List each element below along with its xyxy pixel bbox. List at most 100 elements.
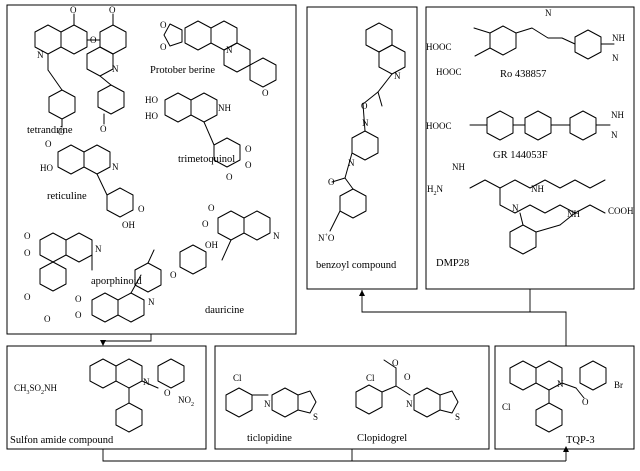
tqp-panel xyxy=(494,345,635,450)
tetrandrine-structure: N N O O O O O xyxy=(34,5,127,137)
gr-amidine-nh: NH xyxy=(611,110,624,120)
benzoyl-n2: N xyxy=(348,158,355,168)
ticlopidine-n: N xyxy=(264,399,271,409)
reticuline-n: N xyxy=(112,162,119,172)
dauricine-n1: N xyxy=(273,231,280,241)
trimetoquinol-ho2: HO xyxy=(145,111,158,121)
benzoyl-panel xyxy=(306,6,418,290)
label-tqp-3: TQP-3 xyxy=(566,435,595,446)
ticlopidine-structure: Cl N S xyxy=(225,373,318,422)
sulfonamide-o: O xyxy=(164,388,171,398)
reticuline-structure: O HO N OH O xyxy=(40,139,145,230)
clopidogrel-structure: Cl O O N S xyxy=(355,358,460,422)
protoberberine-structure: N O O O xyxy=(160,20,277,98)
dmp28-structure: H2N NH COOH NH NH N xyxy=(427,162,634,255)
benzoyl-o1: O xyxy=(361,101,368,111)
benzoyl-o2: O xyxy=(328,177,335,187)
sulfonamide-structure: CH3SO2NH N O NO2 xyxy=(14,358,194,433)
ticlopidine-cl: Cl xyxy=(233,373,242,383)
label-aporphinoid: aporphinoid xyxy=(91,276,142,287)
label-sulfonamide: Sulfon amide compound xyxy=(10,435,114,446)
tetrandrine-n1: N xyxy=(37,50,44,60)
tqp-br: Br xyxy=(614,380,623,390)
clopidogrel-n: N xyxy=(406,399,413,409)
benzoyl-nitro: N+O xyxy=(318,233,335,243)
label-dauricine: dauricine xyxy=(205,305,244,316)
dauricine-o2: O xyxy=(202,219,209,229)
protoberberine-o3: O xyxy=(262,88,269,98)
tetrandrine-ome2: O xyxy=(109,5,116,15)
sulfonamide-n: N xyxy=(143,377,150,387)
protoberberine-o2: O xyxy=(160,42,167,52)
dauricine-structure: O O N OH O N O O xyxy=(75,203,280,323)
tqp-o: O xyxy=(582,397,589,407)
tqp3-structure: N O Br Cl xyxy=(502,360,623,433)
benzoyl-n3: N xyxy=(394,71,401,81)
tetrandrine-n2: N xyxy=(112,64,119,74)
clopidogrel-cl: Cl xyxy=(366,373,375,383)
connector-tqp-to-upper xyxy=(359,289,567,346)
protoberberine-n: N xyxy=(226,45,233,55)
sulfonamide-nitro: NO2 xyxy=(178,395,194,408)
label-reticuline: reticuline xyxy=(47,191,87,202)
gr-hooc: HOOC xyxy=(426,121,452,131)
aporphinoid-structure: O O N O O xyxy=(24,231,102,324)
connector-natural-to-sulfonamide xyxy=(100,334,152,346)
ro-n: N xyxy=(545,8,552,18)
reticuline-oh: OH xyxy=(122,220,135,230)
aporphinoid-o1: O xyxy=(24,231,31,241)
reticuline-ome: O xyxy=(45,139,52,149)
dmp-nh1: NH xyxy=(531,184,544,194)
ro-hooc2: HOOC xyxy=(436,67,462,77)
dmp-cooh: COOH xyxy=(608,206,634,216)
dmp-h2n: H2N xyxy=(427,184,444,197)
trimetoquinol-structure: HO HO NH O O O xyxy=(145,92,252,182)
benzoyl-n1: N xyxy=(362,118,369,128)
trimetoquinol-o2: O xyxy=(245,160,252,170)
label-ro-438857: Ro 438857 xyxy=(500,69,546,80)
benzoyl-compound-structure: O N N N O N+O xyxy=(318,22,406,243)
sulfonamide-prefix: CH3SO2NH xyxy=(14,383,58,396)
clopidogrel-o1: O xyxy=(392,358,399,368)
ro-amidine-n: N xyxy=(612,53,619,63)
label-dmp28: DMP28 xyxy=(436,258,469,269)
tetrandrine-bridge-o: O xyxy=(90,35,97,45)
label-trimetoquinol: trimetoquinol xyxy=(178,154,235,165)
peptidomimetic-panel xyxy=(425,6,635,290)
label-tetrandrine: tetrandrine xyxy=(27,125,73,136)
dauricine-n2: N xyxy=(148,297,155,307)
protoberberine-o1: O xyxy=(160,20,167,30)
tetrandrine-ome1: O xyxy=(70,5,77,15)
trimetoquinol-nh: NH xyxy=(218,103,231,113)
reticuline-o: O xyxy=(138,204,145,214)
dauricine-bridge-o: O xyxy=(170,270,177,280)
gr-amidine-n: N xyxy=(611,130,618,140)
dauricine-o3: O xyxy=(75,294,82,304)
tqp-n: N xyxy=(557,379,564,389)
dmp-imine: NH xyxy=(452,162,465,172)
label-gr-144053f: GR 144053F xyxy=(493,150,548,161)
ro-amidine-nh: NH xyxy=(612,33,625,43)
gr144053f-structure: HOOC NH N xyxy=(426,110,624,141)
aporphinoid-o2: O xyxy=(24,248,31,258)
ro-hooc1: HOOC xyxy=(426,42,452,52)
connector-bottom-bus xyxy=(102,446,569,462)
clopidogrel-s: S xyxy=(455,412,460,422)
dauricine-o1: O xyxy=(208,203,215,213)
aporphinoid-o4: O xyxy=(44,314,51,324)
tetrandrine-o3: O xyxy=(58,127,65,137)
clopidogrel-o2: O xyxy=(404,372,411,382)
trimetoquinol-o3: O xyxy=(226,172,233,182)
dmp-nh2: NH xyxy=(567,209,580,219)
label-ticlopidine: ticlopidine xyxy=(247,433,292,444)
tetrandrine-o4: O xyxy=(100,124,107,134)
dauricine-o4: O xyxy=(75,310,82,320)
ticlopidine-s: S xyxy=(313,412,318,422)
natural-products-panel xyxy=(6,4,297,335)
label-benzoyl-compound: benzoyl compound xyxy=(316,260,397,271)
trimetoquinol-ho1: HO xyxy=(145,95,158,105)
label-clopidogrel: Clopidogrel xyxy=(357,433,407,444)
aporphinoid-n: N xyxy=(95,244,102,254)
ro438857-structure: HOOC HOOC N NH N xyxy=(426,8,625,77)
